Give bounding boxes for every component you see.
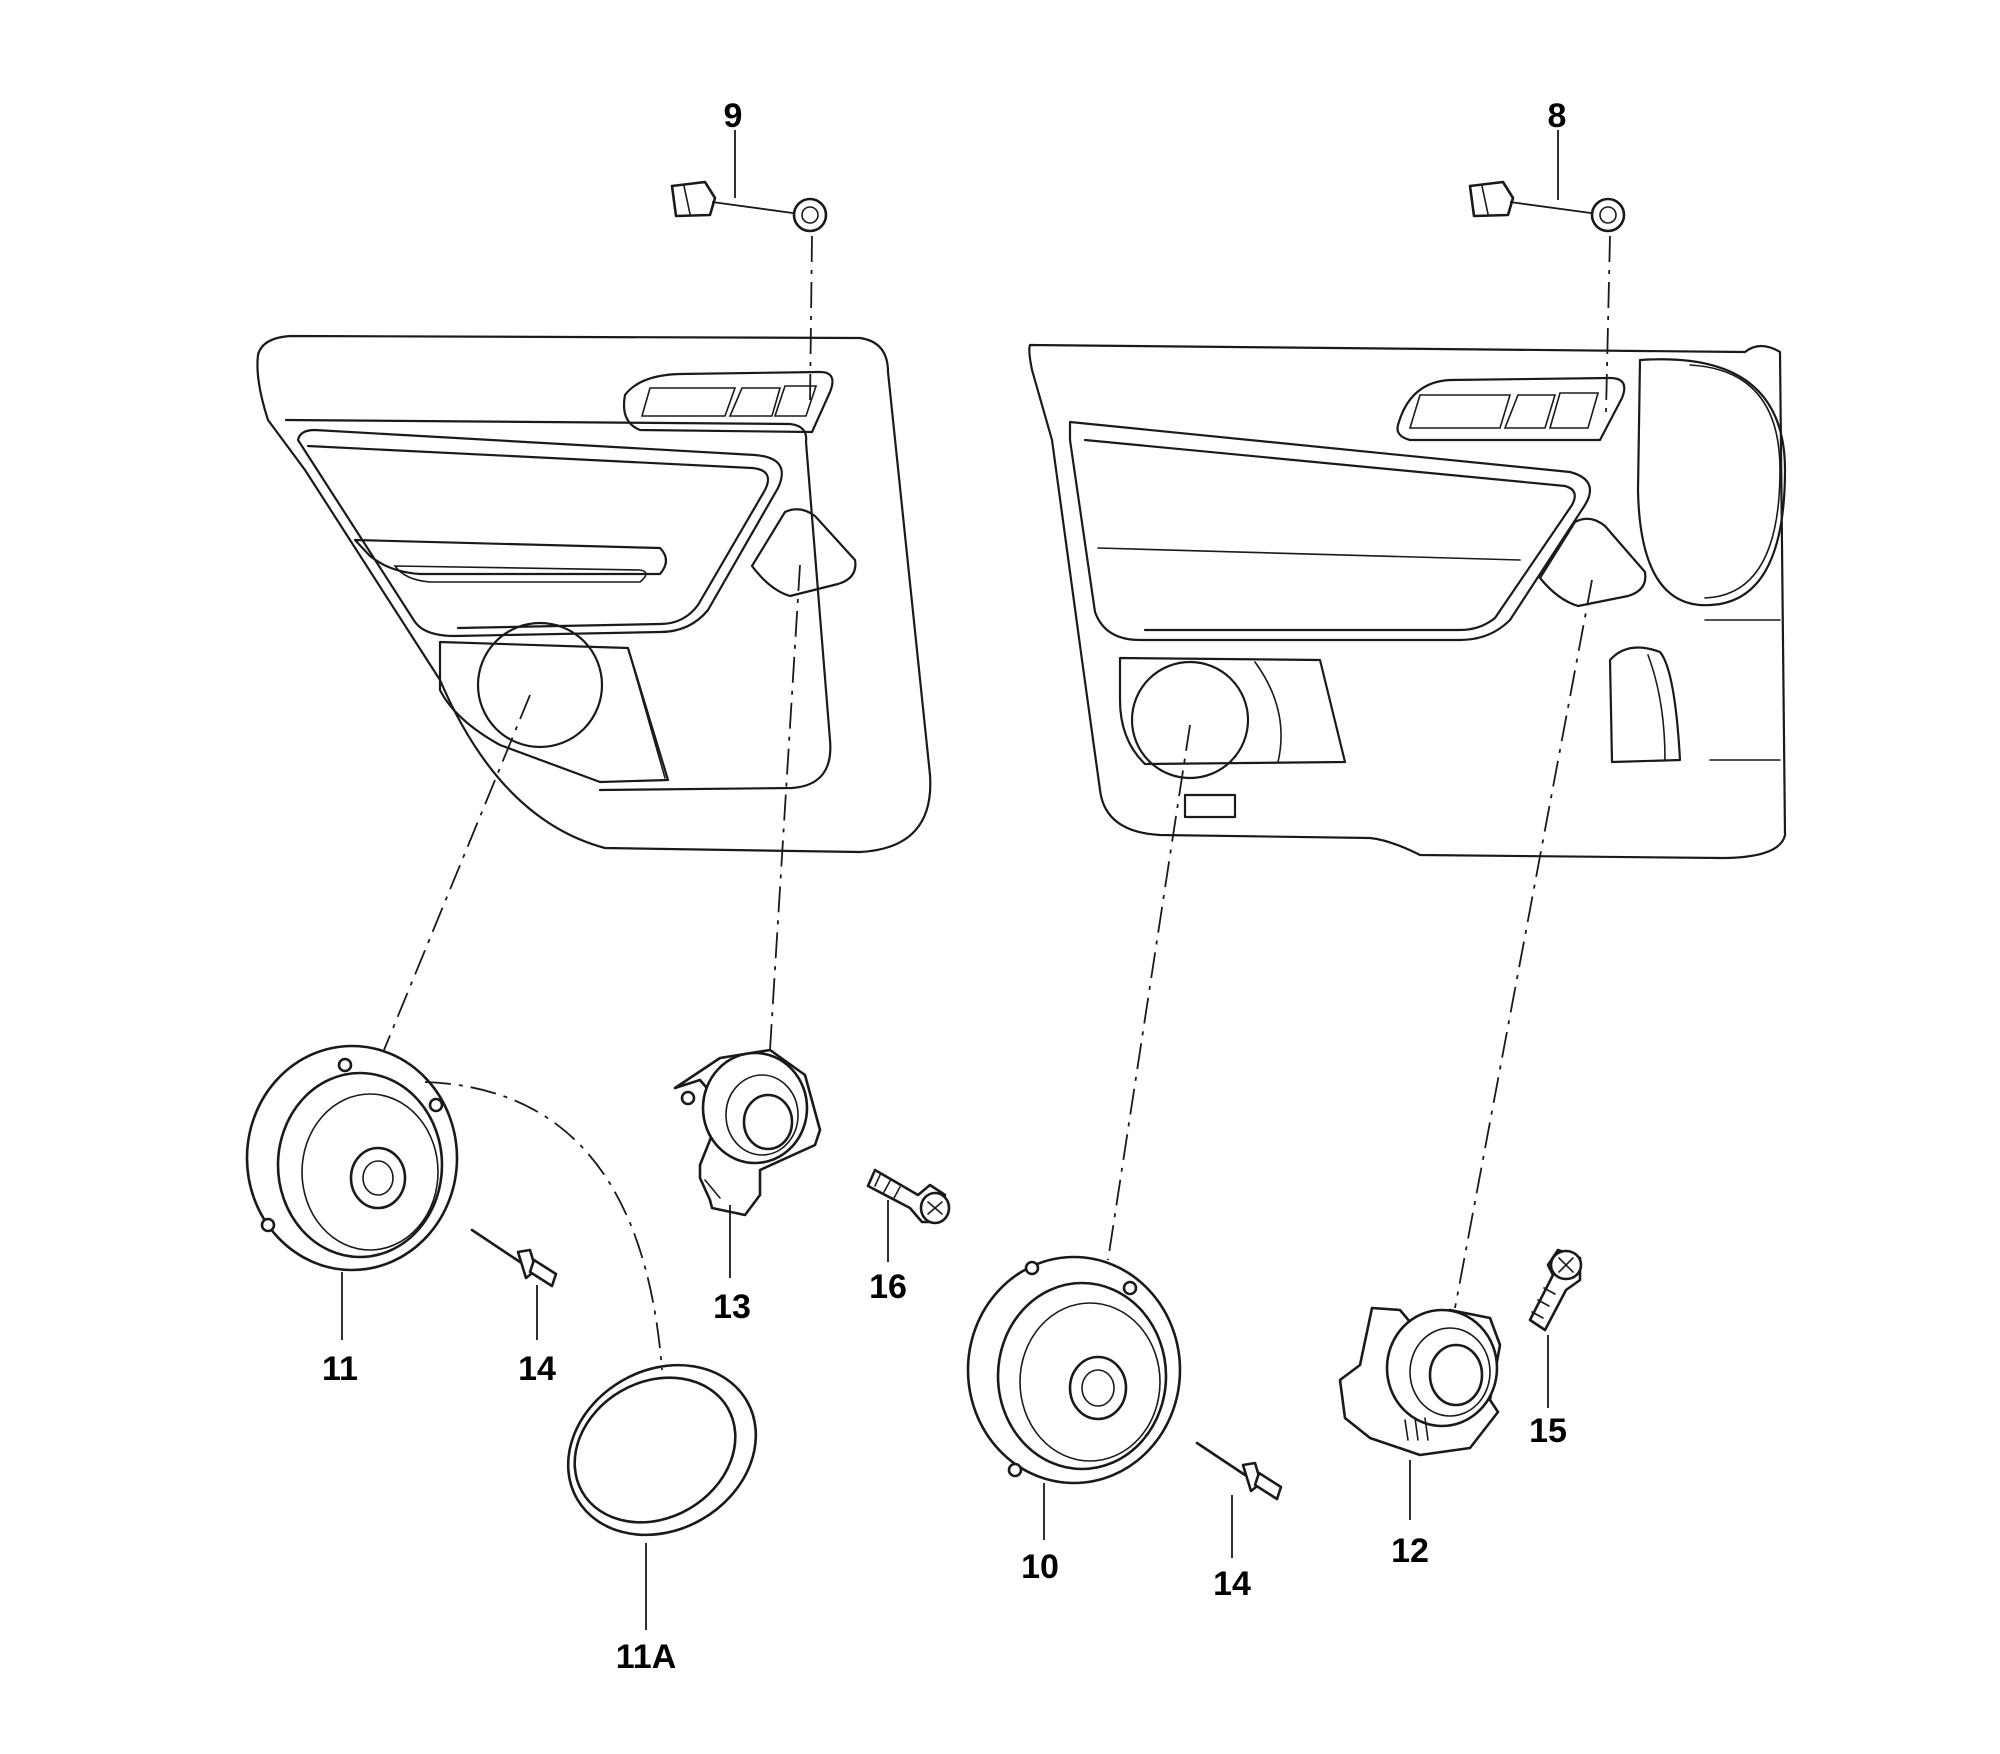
callout-10: 10 (1021, 1548, 1059, 1586)
assembly-line-11a (424, 1081, 663, 1371)
callout-16: 16 (869, 1268, 907, 1306)
callout-14-left: 14 (518, 1350, 556, 1388)
tweeter-wire-harness-left (670, 180, 828, 233)
screw-15 (1528, 1248, 1583, 1332)
callout-8: 8 (1548, 97, 1567, 135)
callout-9: 9 (724, 97, 743, 135)
rear-tweeter (673, 1048, 822, 1217)
rear-door-speaker (245, 1044, 459, 1272)
callout-11: 11 (322, 1350, 358, 1388)
assembly-line-12 (1454, 579, 1593, 1309)
callout-13: 13 (713, 1288, 751, 1326)
front-door-trim-panel (1028, 343, 1787, 860)
tweeter-wire-harness-right (1468, 180, 1626, 233)
screw-16 (866, 1168, 951, 1225)
assembly-line-8 (1605, 235, 1611, 413)
assembly-lines (383, 235, 1611, 1371)
callout-15: 15 (1529, 1412, 1567, 1450)
rear-door-trim-panel (256, 334, 932, 854)
speaker-spacer-ring (566, 1363, 758, 1537)
rivet-14-left (470, 1228, 558, 1288)
front-door-speaker (966, 1255, 1182, 1485)
rivet-14-right (1195, 1441, 1283, 1501)
assembly-line-13 (769, 564, 801, 1051)
assembly-line-10 (1107, 724, 1191, 1261)
callout-14-right: 14 (1213, 1565, 1251, 1603)
callout-labels: 9 8 11 14 13 16 11A 10 14 12 15 (322, 97, 1567, 1676)
callout-12: 12 (1391, 1532, 1429, 1570)
assembly-line-9 (809, 235, 813, 403)
front-tweeter (1338, 1306, 1502, 1457)
assembly-line-11 (383, 694, 531, 1051)
callout-11a: 11A (616, 1638, 677, 1676)
leader-lines (341, 130, 1559, 1630)
